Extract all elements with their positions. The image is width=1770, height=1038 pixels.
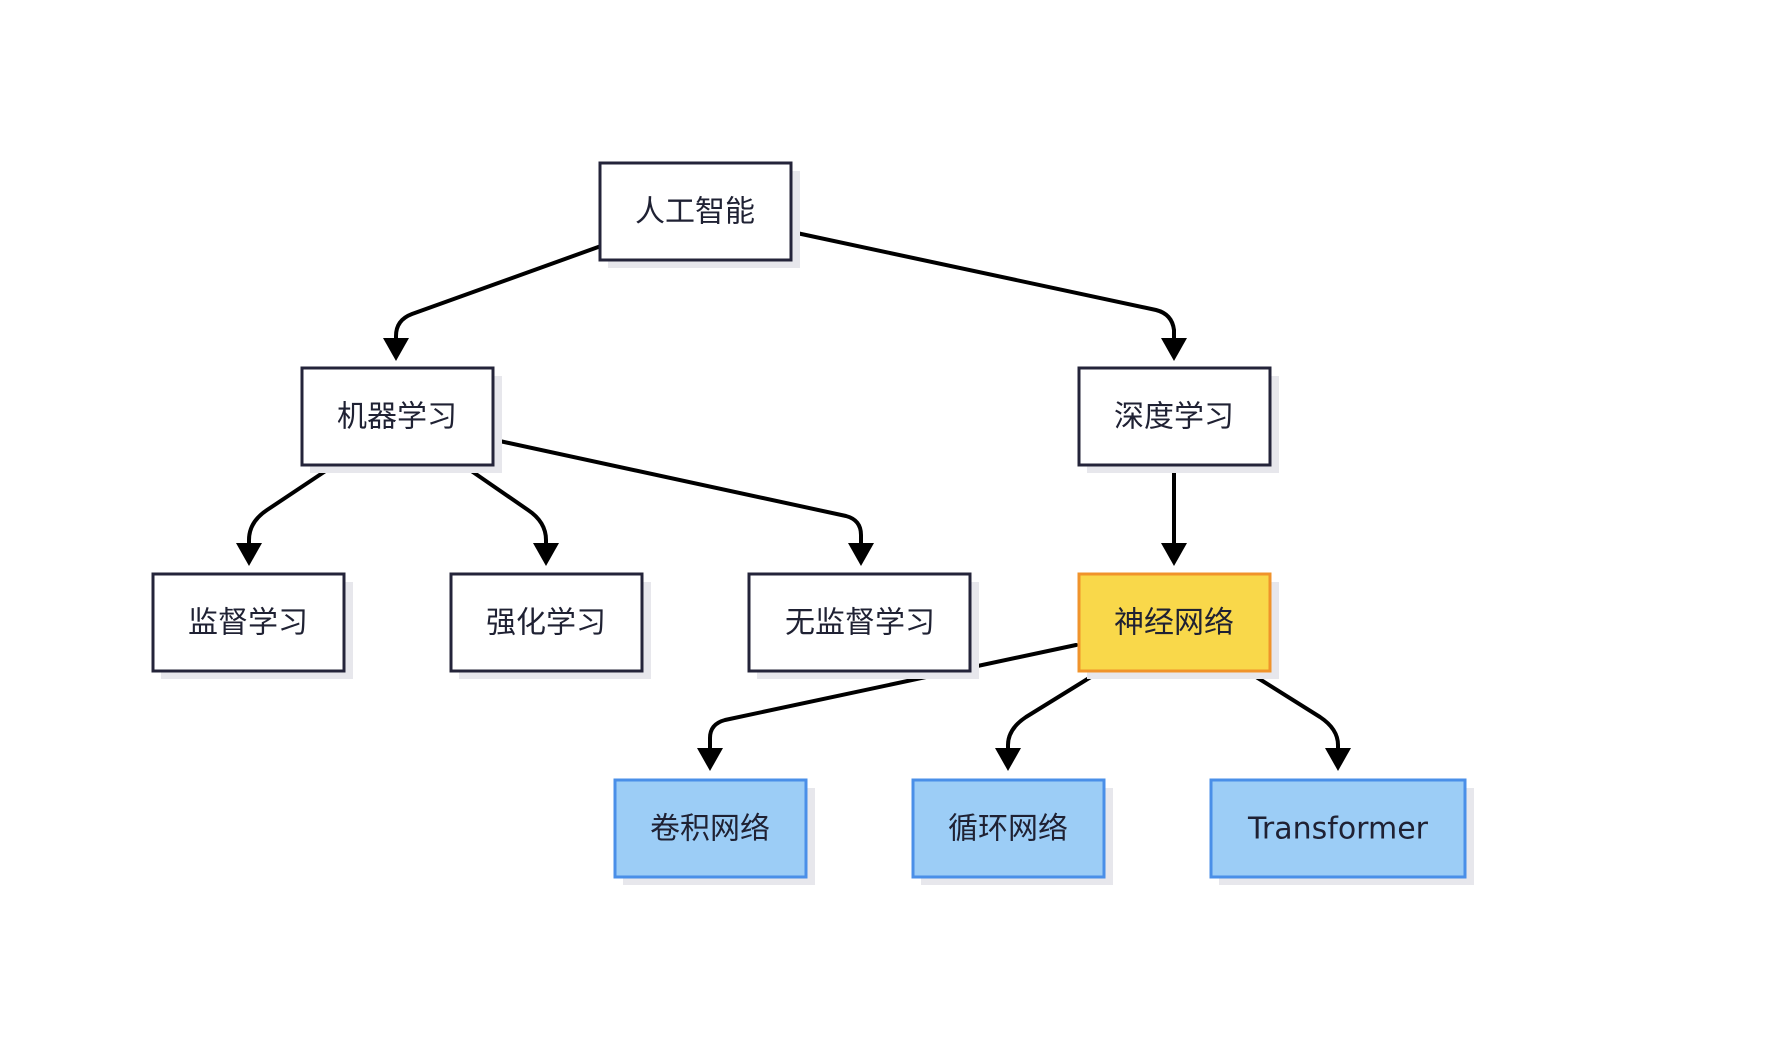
node-label-dl: 深度学习	[1114, 400, 1234, 435]
node-deep-learning[interactable]: 深度学习	[1077, 366, 1279, 473]
edges	[236, 230, 1351, 771]
node-machine-learning[interactable]: 机器学习	[300, 366, 502, 473]
node-label-ml: 机器学习	[337, 400, 457, 435]
node-neural-network[interactable]: 神经网络	[1077, 572, 1279, 679]
node-supervised-learning[interactable]: 监督学习	[151, 572, 353, 679]
node-convolutional-network[interactable]: 卷积网络	[613, 778, 815, 885]
edge-ai-to-dl	[790, 230, 1187, 361]
node-reinforcement-learning[interactable]: 强化学习	[449, 572, 651, 679]
node-transformer[interactable]: Transformer	[1209, 778, 1474, 885]
edge-nn-to-rnn	[995, 673, 1096, 771]
edge-nn-to-cnn	[697, 643, 1078, 771]
edge-ml-to-reinforcement	[468, 468, 559, 566]
edge-nn-to-transformer	[1251, 673, 1351, 771]
node-label-transformer: Transformer	[1247, 812, 1429, 847]
edge-dl-to-nn	[1161, 468, 1187, 566]
edge-ml-to-supervised	[236, 468, 329, 566]
edge-ai-to-ml	[383, 244, 603, 361]
node-label-reinforcement: 强化学习	[486, 606, 606, 641]
node-label-rnn: 循环网络	[948, 812, 1068, 847]
node-label-ai: 人工智能	[635, 195, 755, 230]
nodes: 人工智能 机器学习 深度学习 监督学习 强化学习	[151, 161, 1474, 885]
node-label-unsupervised: 无监督学习	[785, 606, 935, 641]
node-artificial-intelligence[interactable]: 人工智能	[598, 161, 800, 268]
edge-ml-to-unsupervised	[493, 438, 874, 566]
node-label-supervised: 监督学习	[188, 606, 308, 641]
node-recurrent-network[interactable]: 循环网络	[911, 778, 1113, 885]
node-unsupervised-learning[interactable]: 无监督学习	[747, 572, 979, 679]
node-label-nn: 神经网络	[1114, 606, 1234, 641]
node-label-cnn: 卷积网络	[650, 812, 770, 847]
